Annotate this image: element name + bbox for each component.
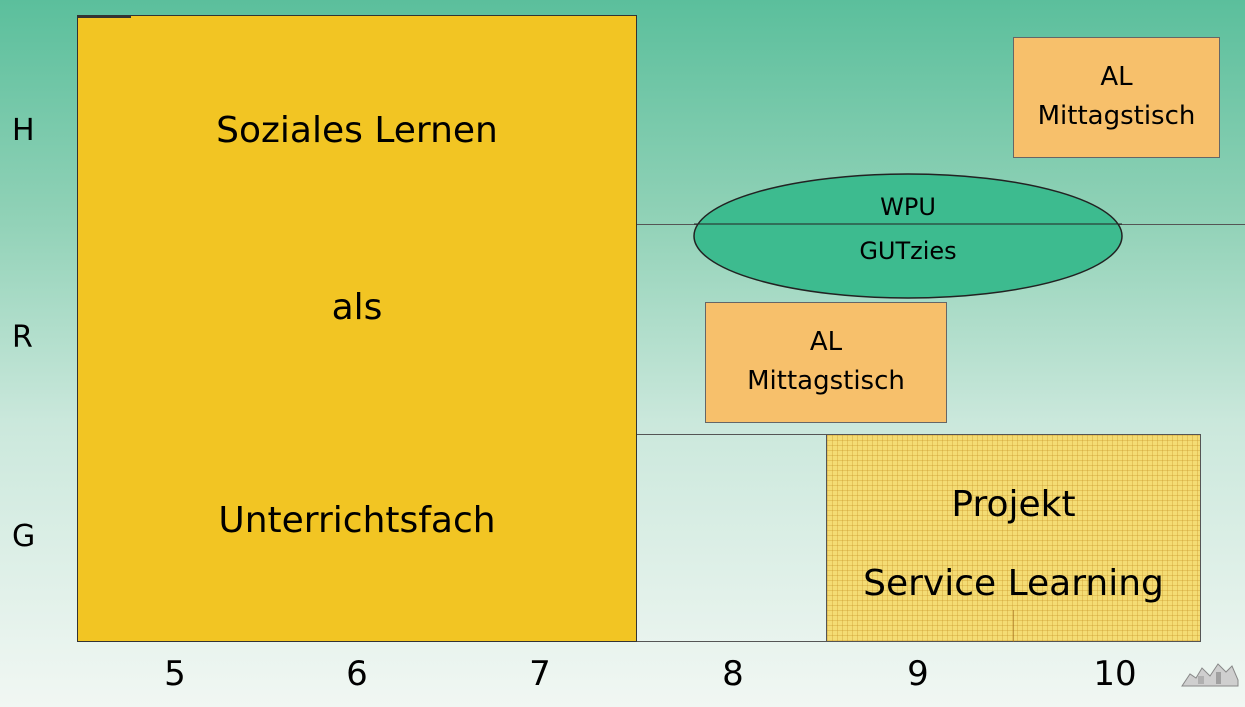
grade-label-7: 7 [529, 654, 551, 694]
al-mittagstisch-box-upper [1013, 37, 1220, 158]
main-box-line1: Soziales Lernen [216, 110, 498, 151]
row-label-r: R [12, 320, 33, 355]
grade-label-6: 6 [346, 654, 368, 694]
grade-label-5: 5 [164, 654, 186, 694]
row-label-h: H [12, 113, 35, 148]
grade-label-9: 9 [907, 654, 929, 694]
row-label-g: G [12, 519, 36, 554]
soziales-lernen-box [77, 15, 637, 642]
wpu-line2: GUTzies [859, 237, 957, 265]
main-box-line2: als [331, 287, 383, 328]
box-tab-marker [77, 15, 131, 18]
projekt-divider-line [1013, 610, 1014, 642]
grade-label-8: 8 [722, 654, 744, 694]
al-mid-line2: Mittagstisch [747, 366, 905, 396]
projekt-line1: Projekt [951, 484, 1076, 525]
projekt-line2: Service Learning [863, 563, 1164, 604]
wpu-gutzies-ellipse [693, 173, 1123, 299]
al-mid-line1: AL [809, 327, 843, 357]
main-box-line3: Unterrichtsfach [218, 500, 496, 541]
al-top-line1: AL [1100, 62, 1133, 92]
grade-label-10: 10 [1093, 654, 1137, 694]
wpu-line1: WPU [880, 193, 936, 221]
school-logo-icon [1181, 663, 1239, 687]
projekt-service-learning-box [826, 434, 1201, 642]
al-mittagstisch-box-lower [705, 302, 947, 423]
al-top-line2: Mittagstisch [1037, 101, 1196, 131]
